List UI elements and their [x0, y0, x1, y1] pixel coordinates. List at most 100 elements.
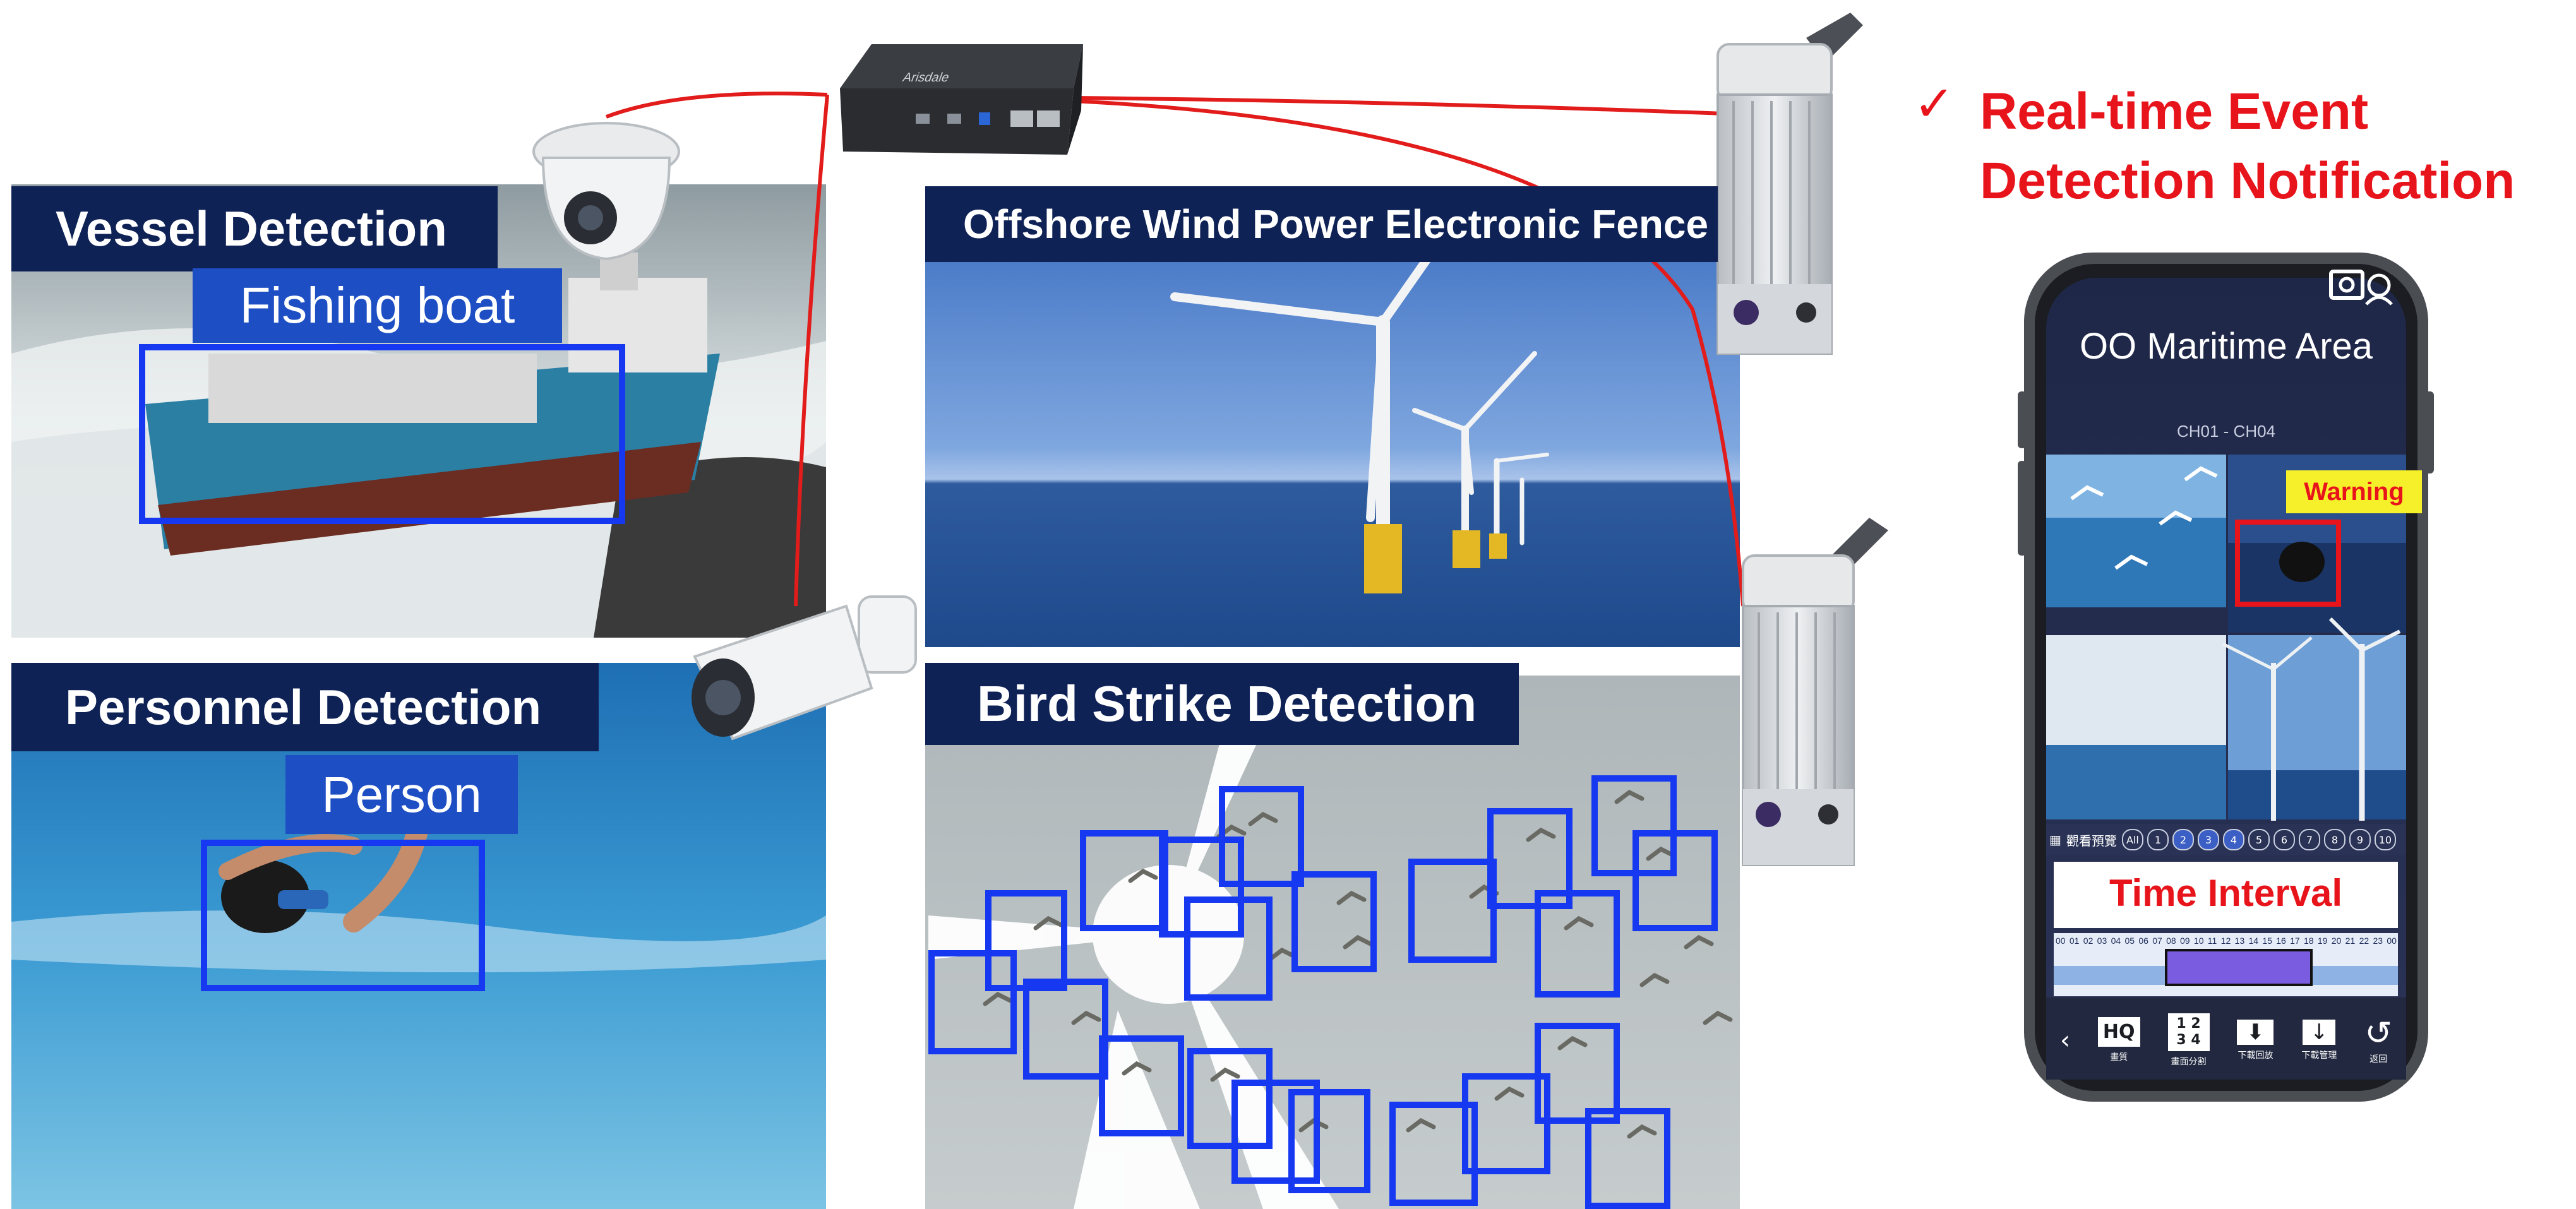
hour-tick: 18	[2304, 936, 2314, 946]
hour-tick: 12	[2220, 936, 2231, 946]
time-interval-label: Time Interval	[2109, 872, 2343, 914]
channel-button[interactable]: 6	[2273, 829, 2295, 850]
phone-area-title: OO Maritime Area	[2079, 326, 2373, 367]
bullet-camera-icon	[692, 595, 917, 741]
hour-tick: 02	[2083, 936, 2094, 946]
bird-bbox	[1099, 1035, 1184, 1136]
bird-bbox	[1184, 896, 1273, 1001]
hour-tick: 07	[2152, 936, 2162, 946]
split-screen-icon: 1 2 3 4	[2167, 1013, 2210, 1051]
manage-caption: 下載管理	[2301, 1050, 2337, 1061]
bird-strike-title: Bird Strike Detection	[925, 663, 1519, 745]
warning-bbox	[2235, 520, 2341, 607]
hour-tick: 15	[2262, 936, 2272, 946]
smartphone-frame	[2018, 253, 2434, 1102]
hour-tick: 11	[2207, 936, 2217, 946]
channel-button[interactable]: 9	[2349, 829, 2371, 850]
hour-tick: 10	[2193, 936, 2204, 946]
thermal-camera-bottom-icon	[1742, 518, 1888, 866]
channel-button[interactable]: 10	[2374, 829, 2396, 850]
hour-tick: 19	[2317, 936, 2328, 946]
fishing-boat-bbox	[139, 344, 625, 524]
notification-line-1: Real-time Event	[1980, 83, 2369, 140]
edge-gateway-device	[840, 44, 1083, 155]
phone-toolbar: ‹ HQ 畫質 1 2 3 4 畫面分割 ⬇ 下載回放 ↓ 下載管理 ↺ 返回	[2046, 1004, 2406, 1076]
hq-icon: HQ	[2097, 1017, 2140, 1047]
hour-tick: 08	[2166, 936, 2176, 946]
download-caption: 下載回放	[2238, 1050, 2273, 1061]
personnel-photo	[11, 663, 826, 1209]
channel-button[interactable]: All	[2121, 829, 2143, 850]
notification-heading: Real-time Event Detection Notification	[1980, 77, 2515, 216]
channel-button[interactable]: 7	[2298, 829, 2320, 850]
channel-button[interactable]: 8	[2323, 829, 2345, 850]
bird-bbox	[1231, 1080, 1320, 1184]
back-caption: 返回	[2369, 1054, 2388, 1064]
hour-tick: 01	[2069, 936, 2080, 946]
hour-tick: 09	[2180, 936, 2190, 946]
playback-label: 觀看預覽	[2066, 833, 2117, 849]
person-label: Person	[285, 755, 518, 834]
hour-tick: 23	[2373, 936, 2383, 946]
hour-tick: 06	[2138, 936, 2148, 946]
chevron-left-icon[interactable]: ‹	[2059, 1025, 2070, 1055]
download-manage-button[interactable]: ↓ 下載管理	[2301, 1019, 2337, 1061]
bird-bbox	[1187, 1048, 1273, 1149]
bird-bbox	[1408, 859, 1497, 963]
camera-snapshot-icon[interactable]	[2327, 265, 2397, 309]
bird-bbox	[1080, 830, 1168, 931]
offshore-fence-title: Offshore Wind Power Electronic Fence	[925, 186, 1718, 262]
dome-camera-icon	[532, 122, 680, 261]
gateway-brand: Arisdale	[901, 71, 952, 85]
hour-tick: 20	[2331, 936, 2342, 946]
bird-bbox	[1291, 871, 1377, 972]
bird-bbox	[928, 950, 1017, 1054]
notification-line-2: Detection Notification	[1980, 152, 2515, 210]
bird-bbox	[1159, 837, 1244, 938]
bird-bbox	[1632, 830, 1718, 931]
split-screen-button[interactable]: 1 2 3 4 畫面分割	[2167, 1013, 2210, 1068]
bird-bbox	[1462, 1073, 1550, 1174]
bird-bbox	[1288, 1089, 1370, 1193]
hour-tick: 03	[2097, 936, 2107, 946]
hour-tick: 16	[2276, 936, 2286, 946]
warning-badge: Warning	[2286, 470, 2422, 513]
back-button[interactable]: ↺ 返回	[2364, 1016, 2392, 1065]
download-playback-icon: ⬇	[2237, 1019, 2274, 1045]
hour-tick: 05	[2124, 936, 2135, 946]
check-mark-icon: ✓	[1914, 76, 1955, 133]
personnel-detection-title: Personnel Detection	[11, 663, 599, 751]
thermal-camera-top-icon	[1716, 13, 1863, 355]
channel-button[interactable]: 5	[2248, 829, 2270, 850]
hour-tick: 17	[2290, 936, 2300, 946]
hour-tick: 04	[2111, 936, 2121, 946]
vessel-detection-title: Vessel Detection	[11, 186, 498, 271]
phone-channels: CH01 - CH04	[2176, 422, 2276, 441]
channel-button[interactable]: 2	[2172, 829, 2194, 850]
bird-bbox	[1585, 1108, 1670, 1209]
hour-tick: 00	[2056, 936, 2066, 946]
offshore-photo	[925, 205, 1740, 647]
hour-tick: 13	[2234, 936, 2245, 946]
split-caption: 畫面分割	[2171, 1056, 2207, 1067]
download-manage-icon: ↓	[2303, 1019, 2336, 1045]
undo-icon: ↺	[2364, 1014, 2392, 1052]
bird-bbox	[1487, 808, 1573, 909]
download-playback-button[interactable]: ⬇ 下載回放	[2237, 1019, 2274, 1061]
hour-tick: 00	[2387, 936, 2397, 946]
hq-button[interactable]: HQ 畫質	[2097, 1017, 2140, 1063]
bird-bbox	[1389, 1102, 1478, 1206]
grid-icon: ▦	[2049, 832, 2061, 847]
person-bbox	[201, 840, 485, 991]
hour-tick: 14	[2248, 936, 2259, 946]
bird-bbox	[1023, 979, 1108, 1080]
channel-button[interactable]: 3	[2197, 829, 2219, 850]
channel-button[interactable]: 4	[2222, 829, 2244, 850]
channel-button[interactable]: 1	[2147, 829, 2169, 850]
hour-tick: 22	[2359, 936, 2369, 946]
fishing-boat-label: Fishing boat	[193, 268, 562, 343]
hq-caption: 畫質	[2110, 1052, 2128, 1063]
